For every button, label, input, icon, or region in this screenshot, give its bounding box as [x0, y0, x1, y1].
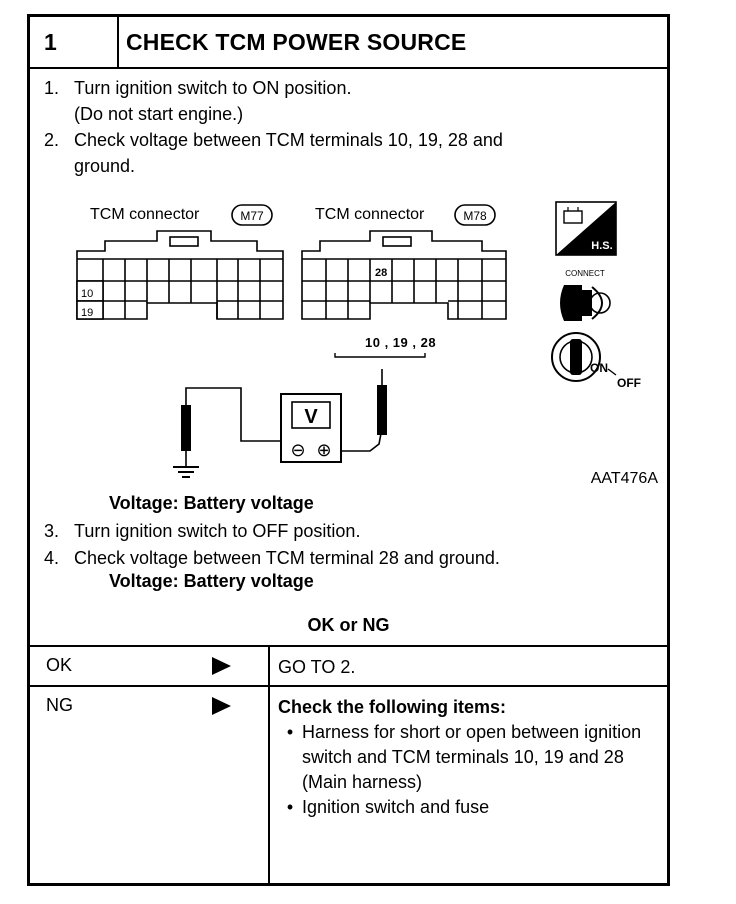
ok-or-ng-label: OK or NG [307, 615, 390, 635]
terminal-19-label: 19 [81, 307, 93, 319]
left-connector-id: M77 [240, 209, 264, 223]
ng-check-item-text: Harness for short or open between igniti… [302, 722, 642, 792]
arrow-right-icon [212, 697, 231, 715]
ignition-arrow [607, 368, 617, 376]
connect-icon [560, 285, 611, 321]
right-connector-label: TCM connector [315, 206, 425, 223]
result-ng-label: NG [46, 695, 73, 715]
step-1-number: 1. [44, 78, 60, 98]
right-connector-id: M78 [463, 209, 487, 223]
arrow-right-icon [212, 657, 231, 675]
instruction-step-3: 3. Turn ignition switch to OFF position. [44, 518, 654, 545]
step-2-line-1: Check voltage between TCM terminals 10, … [74, 130, 503, 150]
meter-negative-terminal: ⊖ [290, 440, 305, 460]
voltage-spec-2: Voltage: Battery voltage [109, 571, 314, 591]
meter-positive-terminal: ⊕ [316, 440, 331, 460]
positive-probe [377, 369, 387, 435]
result-row-ng: NG Check the following items: • Harness … [30, 685, 667, 883]
step-1-line-2: (Do not start engine.) [74, 104, 244, 124]
hs-icon-label: H.S. [591, 240, 612, 252]
connector-m78 [301, 230, 507, 320]
result-divider [268, 647, 270, 685]
step-1-line-1: Turn ignition switch to ON position. [74, 78, 352, 98]
bullet-icon: • [286, 722, 294, 742]
result-ng-heading: Check the following items: [278, 697, 507, 717]
step-number: 1 [30, 17, 119, 67]
terminal-28-label: 28 [375, 267, 387, 279]
probe-terminals-label: 10 , 19 , 28 [365, 335, 436, 350]
step-4-number: 4. [44, 548, 60, 568]
connector-m77 [76, 230, 284, 320]
ignition-on-off-icon [551, 332, 601, 382]
ng-check-item: • Harness for short or open between igni… [278, 720, 658, 795]
connector-diagram: TCM connector M77 TCM connector M78 10 1… [76, 201, 659, 487]
ng-check-item-text: Ignition switch and fuse [302, 797, 490, 817]
left-connector-label: TCM connector [90, 206, 200, 223]
step-header: 1 CHECK TCM POWER SOURCE [30, 17, 667, 69]
result-divider [268, 687, 270, 883]
result-row-ok: OK GO TO 2. [30, 645, 667, 685]
instruction-step-4: 4. Check voltage between TCM terminal 28… [44, 545, 654, 572]
connect-icon-label: CONNECT [565, 269, 605, 278]
figure-code: AAT476A [591, 470, 659, 487]
result-ok-action: GO TO 2. [278, 657, 356, 677]
ground-probe [173, 405, 199, 478]
hs-icon [555, 201, 617, 256]
probe-bracket [334, 353, 426, 358]
terminal-10-label: 10 [81, 288, 93, 300]
instruction-step-1: 1. Turn ignition switch to ON position. … [44, 75, 644, 127]
procedure-frame: 1 CHECK TCM POWER SOURCE 1. Turn ignitio… [27, 14, 670, 886]
instruction-list-a: 1. Turn ignition switch to ON position. … [44, 75, 644, 179]
ignition-off-label: OFF [617, 376, 641, 390]
result-ng-actions: Check the following items: • Harness for… [278, 695, 658, 820]
bullet-icon: • [286, 797, 294, 817]
step-4-text: Check voltage between TCM terminal 28 an… [74, 548, 500, 568]
ignition-on-label: ON [590, 361, 608, 375]
ng-check-item: • Ignition switch and fuse [278, 795, 658, 820]
voltage-spec-1: Voltage: Battery voltage [109, 493, 314, 513]
instruction-step-2: 2. Check voltage between TCM terminals 1… [44, 127, 644, 179]
voltmeter [280, 393, 342, 463]
result-ok-label: OK [46, 655, 73, 675]
instruction-list-b: 3. Turn ignition switch to OFF position.… [44, 518, 654, 572]
step-title: CHECK TCM POWER SOURCE [126, 29, 467, 55]
step-3-text: Turn ignition switch to OFF position. [74, 521, 361, 541]
step-2-line-2: ground. [74, 156, 136, 176]
step-3-number: 3. [44, 521, 60, 541]
left-connector-id-badge [231, 204, 273, 226]
right-connector-id-badge [454, 204, 496, 226]
voltmeter-symbol: V [304, 406, 318, 428]
step-2-number: 2. [44, 130, 60, 150]
